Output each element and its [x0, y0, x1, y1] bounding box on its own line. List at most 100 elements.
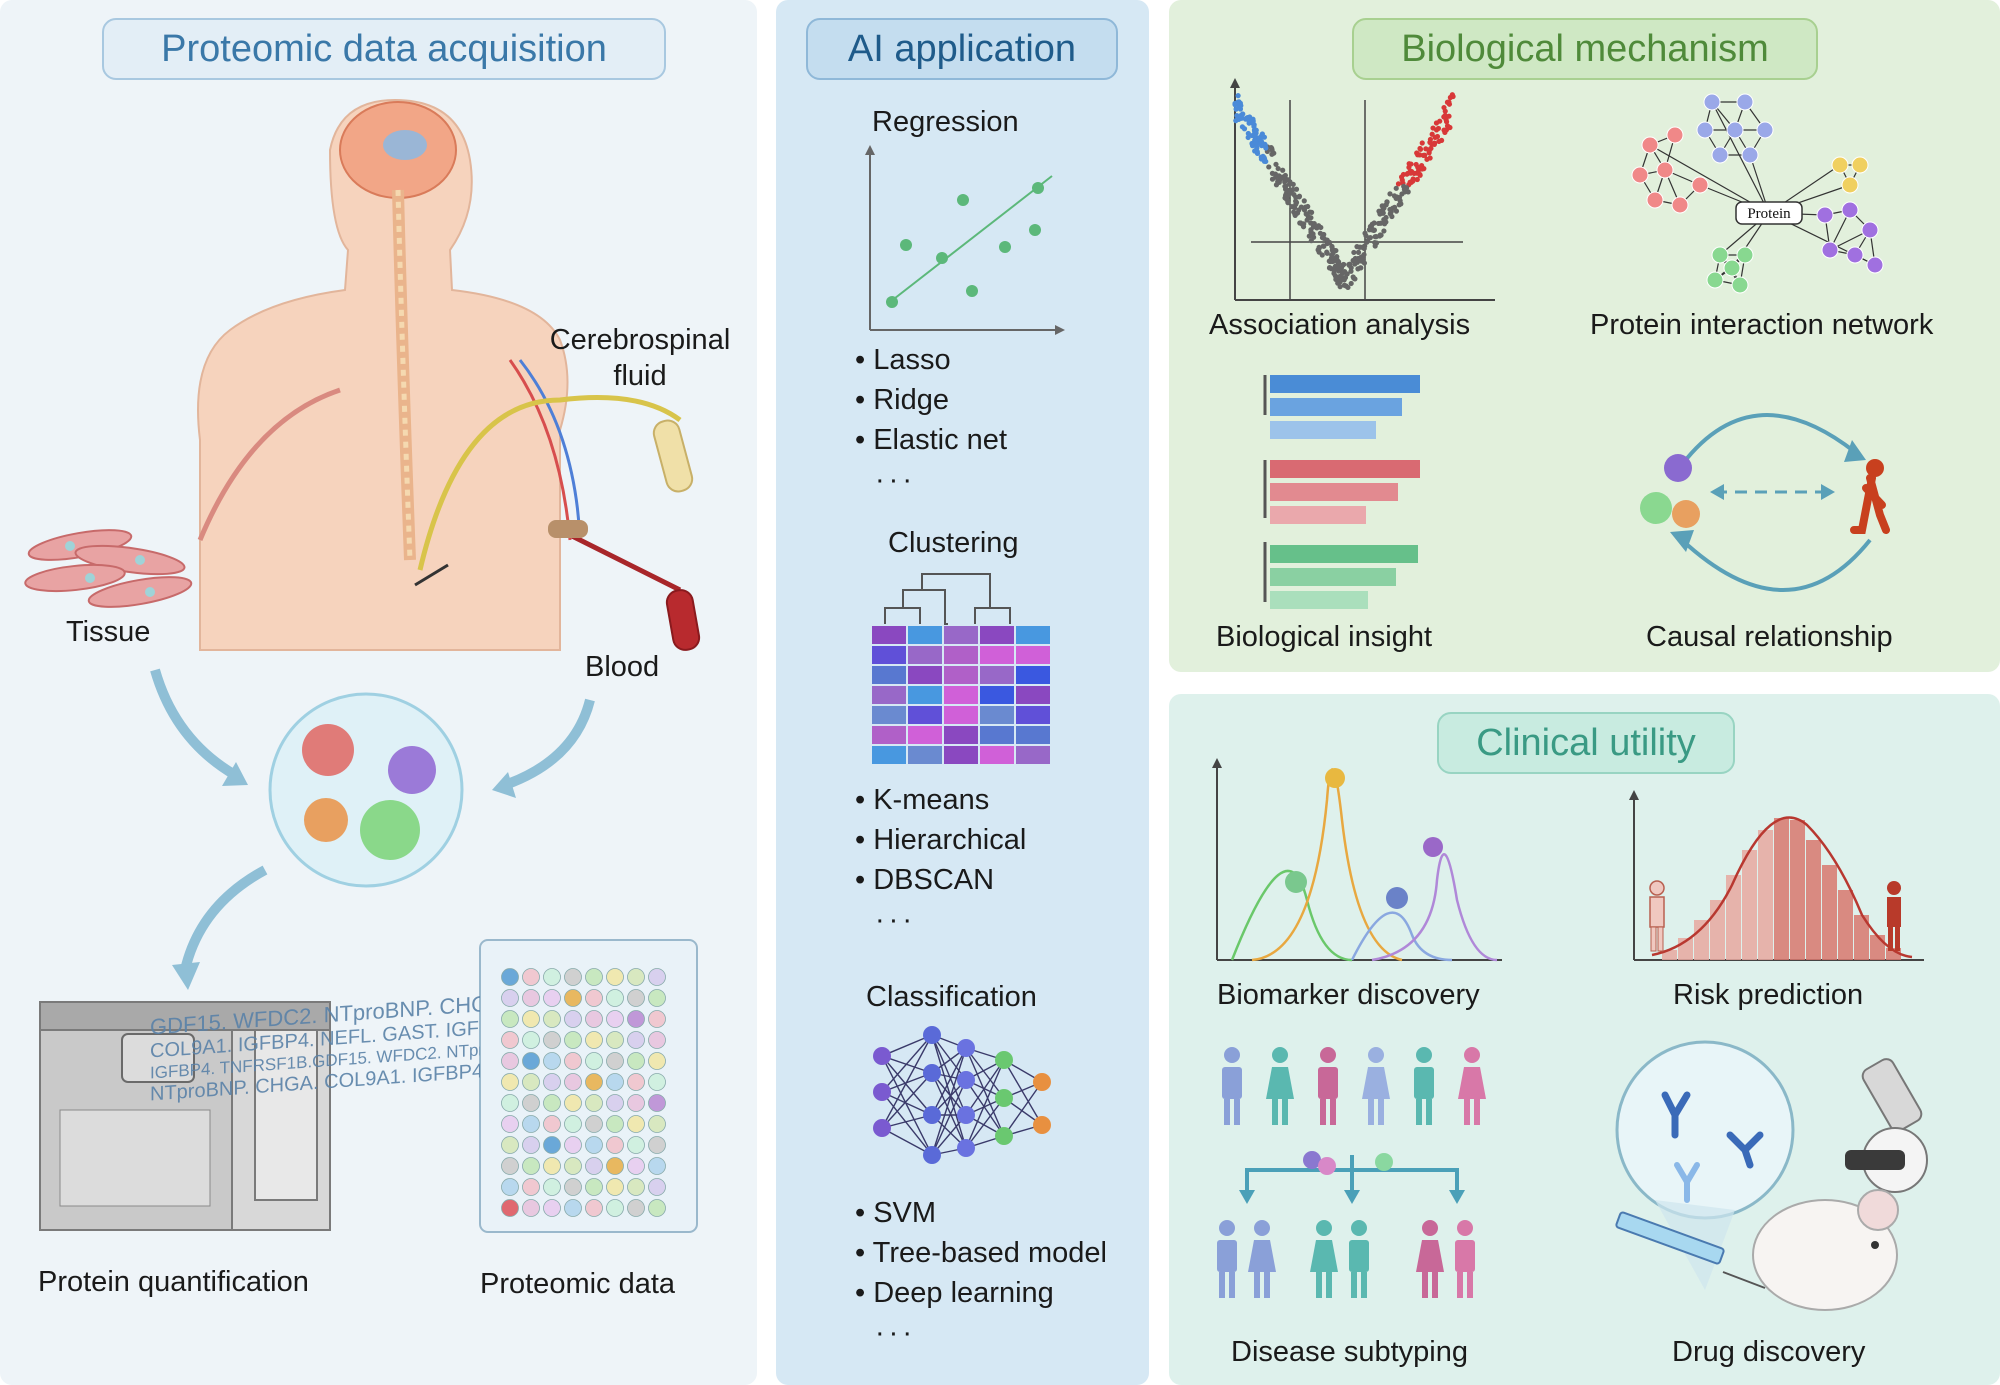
- heatmap-cell: [980, 646, 1014, 664]
- heatmap-cell: [1016, 626, 1050, 644]
- classification-item: ···: [875, 1317, 916, 1349]
- plate-well: [543, 1178, 561, 1196]
- volcano-dot: [1340, 262, 1346, 268]
- plate-well: [585, 989, 603, 1007]
- heatmap-cell: [872, 666, 906, 684]
- network-node: [1846, 246, 1864, 264]
- network-node: [1851, 156, 1869, 174]
- network-node: [1821, 241, 1839, 259]
- volcano-dot: [1409, 178, 1416, 184]
- network-node: [1711, 246, 1729, 264]
- classification-item: • Tree-based model: [855, 1237, 1107, 1269]
- volcano-dot: [1348, 268, 1354, 274]
- heatmap-cell: [872, 686, 906, 704]
- network-node: [1666, 126, 1684, 144]
- regression-plot: [865, 145, 1065, 335]
- plate-well: [543, 1115, 561, 1133]
- volcano-dot: [1296, 194, 1302, 200]
- person-icon: [1219, 1220, 1235, 1236]
- clustering-item: ···: [875, 904, 916, 936]
- plate-well: [522, 1073, 540, 1091]
- heatmap-cell: [908, 726, 942, 744]
- plate-well: [543, 1052, 561, 1070]
- network-hub-label: Protein: [1747, 206, 1791, 222]
- plate-well: [585, 1094, 603, 1112]
- plate-well: [627, 1094, 645, 1112]
- volcano-dot: [1333, 276, 1339, 282]
- volcano-dot: [1348, 280, 1354, 287]
- person-icon: [1457, 1220, 1473, 1236]
- volcano-dot: [1384, 199, 1390, 205]
- heatmap-cell: [908, 626, 942, 644]
- clustering-item: • DBSCAN: [855, 864, 995, 896]
- volcano-dot: [1381, 221, 1388, 227]
- volcano-dot: [1393, 185, 1399, 191]
- volcano-dot: [1329, 247, 1335, 253]
- plate-well: [606, 989, 624, 1007]
- protein-network-label: Protein interaction network: [1590, 309, 1934, 341]
- heatmap-cell: [980, 746, 1014, 764]
- heatmap-cell: [980, 706, 1014, 724]
- plate-well: [585, 1115, 603, 1133]
- plate-well: [564, 968, 582, 986]
- volcano-dot: [1446, 113, 1452, 119]
- nn-node: [923, 1064, 941, 1082]
- heatmap-cell: [980, 626, 1014, 644]
- volcano-dot: [1326, 265, 1333, 271]
- plate-well: [564, 1157, 582, 1175]
- clustering-list: • K-means • Hierarchical • DBSCAN ···: [855, 780, 1026, 940]
- volcano-dot: [1310, 231, 1316, 237]
- nn-node: [957, 1139, 975, 1157]
- volcano-dot: [1269, 170, 1276, 176]
- network-node: [1736, 93, 1754, 111]
- plate-well: [606, 1010, 624, 1028]
- plate-well: [585, 1073, 603, 1091]
- causal-relationship-label: Causal relationship: [1646, 621, 1893, 653]
- network-node: [1841, 201, 1859, 219]
- person-icon: [1416, 1047, 1432, 1063]
- biological-insight-label: Biological insight: [1216, 621, 1433, 653]
- volcano-dot: [1341, 277, 1347, 283]
- heatmap-cell: [908, 666, 942, 684]
- plate-well: [606, 1199, 624, 1217]
- volcano-dot: [1371, 220, 1377, 226]
- clustering-heatmap: [872, 573, 1050, 764]
- heatmap-cell: [980, 686, 1014, 704]
- network-node: [1726, 121, 1744, 139]
- causal-diagram: [1640, 413, 1890, 592]
- volcano-dot: [1232, 100, 1238, 107]
- volcano-dot: [1345, 284, 1351, 291]
- plate-well: [522, 1178, 540, 1196]
- network-node: [1656, 161, 1674, 179]
- plate-well: [543, 1157, 561, 1175]
- heatmap-cell: [944, 706, 978, 724]
- volcano-dot: [1263, 158, 1269, 165]
- plate-well: [564, 1199, 582, 1217]
- risk-bar: [1806, 840, 1821, 960]
- plate-well: [543, 1073, 561, 1091]
- plate-well: [564, 989, 582, 1007]
- volcano-dot: [1283, 183, 1289, 189]
- volcano-dot: [1262, 143, 1268, 149]
- heatmap-cell: [908, 746, 942, 764]
- heatmap-cell: [1016, 646, 1050, 664]
- plate-well: [543, 1094, 561, 1112]
- plate-well: [543, 1199, 561, 1217]
- volcano-dot: [1389, 213, 1395, 220]
- volcano-dot: [1427, 136, 1434, 143]
- plate-well: [585, 1031, 603, 1049]
- risk-bar: [1694, 920, 1709, 960]
- volcano-dot: [1417, 145, 1423, 152]
- volcano-dot: [1275, 165, 1281, 172]
- volcano-dot: [1269, 145, 1275, 152]
- volcano-dot: [1266, 164, 1272, 170]
- classification-list: • SVM • Tree-based model • Deep learning…: [855, 1193, 1107, 1353]
- plate-well: [648, 989, 666, 1007]
- heatmap-cell: [908, 706, 942, 724]
- plate-well: [627, 1073, 645, 1091]
- volcano-dot: [1394, 194, 1400, 200]
- volcano-dot: [1293, 198, 1299, 204]
- heatmap-cell: [908, 646, 942, 664]
- nn-node: [873, 1119, 891, 1137]
- volcano-dot: [1415, 164, 1421, 170]
